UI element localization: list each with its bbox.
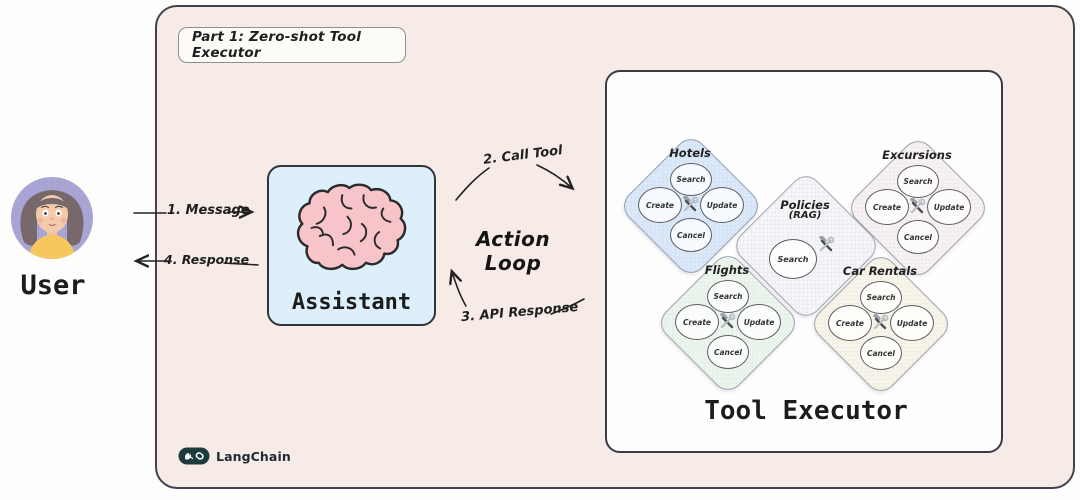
user-avatar <box>10 176 94 260</box>
hammer-wrench-icon <box>908 197 926 216</box>
langchain-logo <box>178 447 210 465</box>
hammer-wrench-icon <box>871 313 889 332</box>
excursions-op-search: Search <box>897 165 939 198</box>
flights-op-update: Update <box>737 304 781 340</box>
message-label: 1. Message <box>167 203 250 218</box>
car-rentals-service: Car Rentals Search Create Update Cancel <box>800 248 960 398</box>
policies-service: Policies (RAG) Search <box>725 170 885 320</box>
assistant-label: Assistant <box>291 290 412 315</box>
brand-name: LangChain <box>216 448 291 464</box>
diagram-title: Part 1: Zero-shot Tool Executor <box>178 27 406 63</box>
hotels-op-cancel: Cancel <box>670 218 712 252</box>
tool-executor-label: Tool Executor <box>704 396 908 426</box>
user-label: User <box>20 270 86 301</box>
diagram-title-text: Part 1: Zero-shot Tool Executor <box>192 29 362 61</box>
brand-footer: LangChain <box>178 447 291 465</box>
excursions-op-update: Update <box>927 189 971 225</box>
excursions-service: Excursions Search Create Update Cancel <box>837 132 997 282</box>
flights-op-search: Search <box>707 280 749 313</box>
brain-icon <box>296 183 407 271</box>
response-label: 4. Response <box>164 252 250 267</box>
flights-op-cancel: Cancel <box>707 335 749 369</box>
hammer-wrench-icon <box>817 235 835 254</box>
assistant-node: Assistant <box>267 165 436 326</box>
action-loop-label: Action Loop <box>475 227 551 275</box>
hotels-op-search: Search <box>670 163 712 196</box>
hotels-service: Hotels Search Create Update Cancel <box>610 130 770 280</box>
car-rentals-op-update: Update <box>890 305 934 341</box>
hotels-label: Hotels <box>669 146 711 160</box>
car-rentals-label: Car Rentals <box>842 264 918 278</box>
car-rentals-op-cancel: Cancel <box>860 336 902 370</box>
hotels-op-create: Create <box>638 187 682 223</box>
flights-label: Flights <box>704 263 750 277</box>
user-avatar-icon <box>11 177 93 259</box>
policies-op-search: Search <box>769 239 817 279</box>
flights-service: Flights Search Create Update Cancel <box>647 247 807 397</box>
hotels-op-update: Update <box>700 187 744 223</box>
car-rentals-op-search: Search <box>860 281 902 314</box>
excursions-op-create: Create <box>865 189 909 225</box>
car-rentals-op-create: Create <box>828 305 872 341</box>
excursions-label: Excursions <box>882 148 952 162</box>
policies-sublabel: (RAG) <box>788 210 822 221</box>
hammer-wrench-icon <box>718 312 736 331</box>
policies-label: Policies <box>780 198 830 212</box>
excursions-op-cancel: Cancel <box>897 220 939 254</box>
hammer-wrench-icon <box>681 195 699 214</box>
flights-op-create: Create <box>675 304 719 340</box>
